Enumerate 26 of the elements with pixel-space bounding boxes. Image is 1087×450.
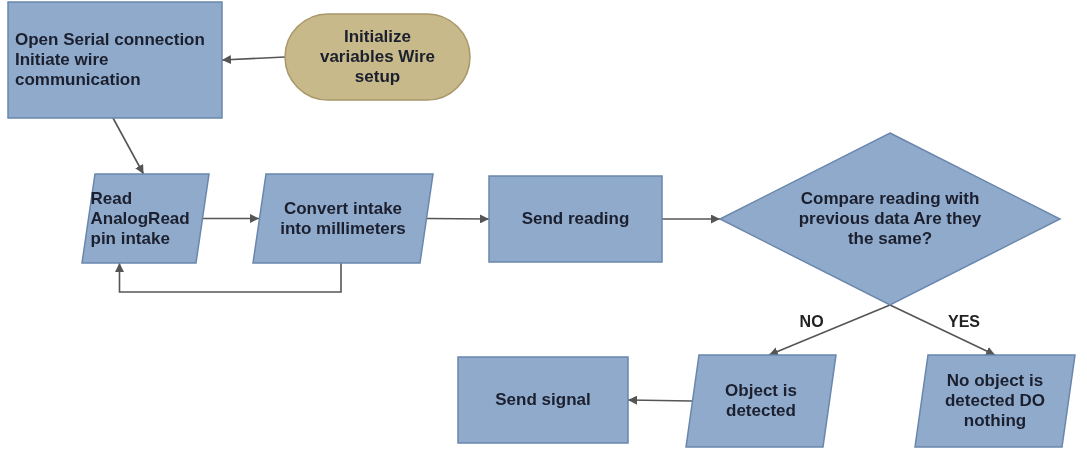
node-text: Initialize variables Wire setup [318,27,437,87]
arrow [889,304,996,356]
input-output-parallelogram [253,174,433,263]
node-text: Send signal [494,390,592,410]
edge-label: NO [797,313,826,331]
arrow [768,304,891,356]
terminal-shape [285,14,470,100]
process-box [489,176,662,262]
node-text: Open Serial connection Initiate wire communication [15,30,206,90]
node-text: Compare reading with previous data Are they the same? [797,189,983,249]
decision-diamond [720,133,1060,305]
arrow [202,214,260,223]
node-text: Object is detected [724,381,798,421]
edge-label: YES [946,313,982,331]
process-box [8,2,222,118]
arrow [112,117,145,175]
process-box [458,357,628,443]
node-text: Send reading [520,209,631,229]
node-text: Convert intake into millimeters [279,198,407,239]
input-output-parallelogram [915,355,1075,447]
input-output-parallelogram [82,174,209,263]
arrow [426,214,490,224]
arrow [115,262,342,293]
node-text: No object is detected DO nothing [943,371,1047,431]
node-text: Read AnalogRead pin intake [90,188,191,249]
input-output-parallelogram [686,355,836,447]
